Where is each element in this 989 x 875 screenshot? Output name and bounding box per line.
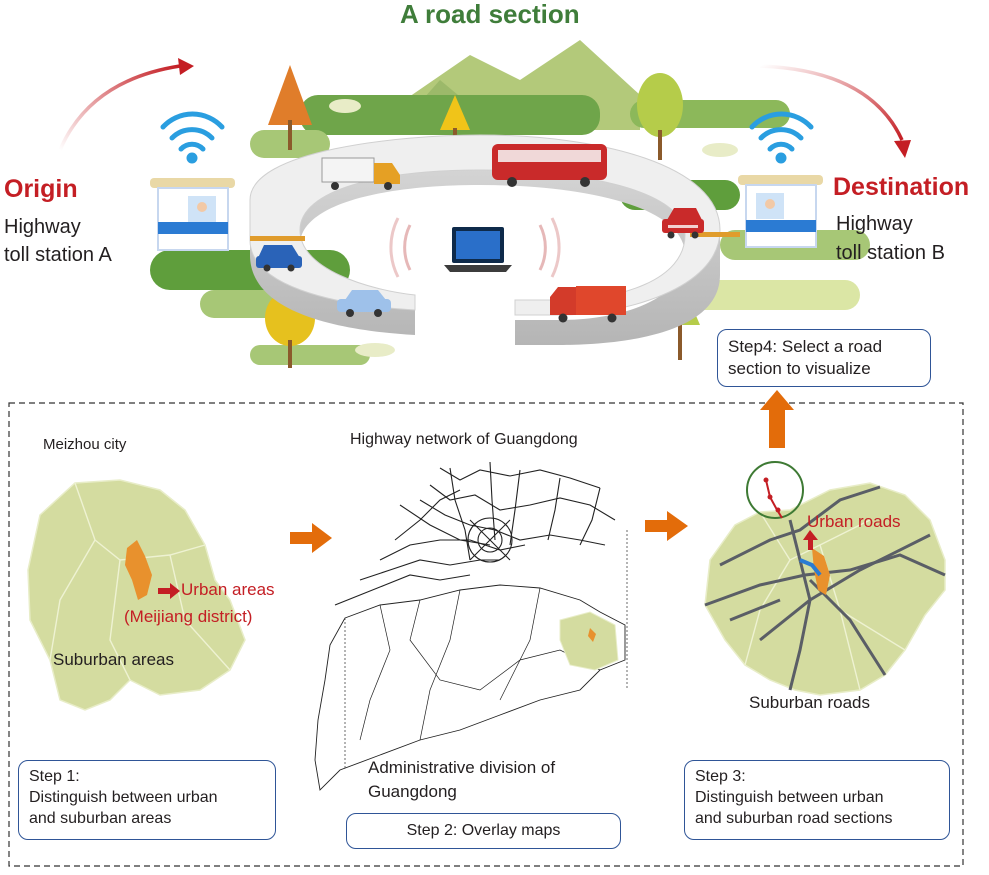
- highway-network-label: Highway network of Guangdong: [350, 431, 578, 448]
- meijiang-district-label: (Meijiang district): [124, 607, 253, 626]
- step1-box: Step 1: Distinguish between urban and su…: [18, 760, 276, 840]
- urban-areas-label: Urban areas: [181, 580, 275, 599]
- destination-line1: Highway: [836, 213, 913, 235]
- origin-line1: Highway: [4, 216, 81, 238]
- right-arrow-2: [645, 511, 688, 541]
- origin-heading: Origin: [4, 175, 78, 203]
- urban-roads-label: Urban roads: [807, 512, 901, 531]
- admin-division-map: [314, 530, 628, 791]
- step4-line1: Step4: Select a road: [728, 337, 883, 356]
- truck-icon: [321, 157, 400, 190]
- toll-booth-icon: [150, 178, 305, 251]
- car-icon: [256, 245, 302, 272]
- step1-line1: Step 1:: [29, 768, 80, 785]
- step4-line2: section to visualize: [728, 359, 871, 379]
- toll-booth-icon: [690, 175, 823, 248]
- meizhou-city-label: Meizhou city: [43, 436, 127, 453]
- tree-icon: [637, 73, 683, 160]
- destination-arc-arrow: [759, 64, 911, 158]
- admin-division-line1: Administrative division of: [368, 758, 556, 777]
- destination-heading: Destination: [833, 173, 970, 201]
- steps-frame: [8, 402, 964, 867]
- step2-box: Step 2: Overlay maps: [346, 813, 621, 849]
- page-title: A road section: [400, 0, 580, 29]
- step3-line1: Step 3:: [695, 768, 746, 785]
- highway-network-map: [334, 461, 616, 606]
- wifi-icon: [749, 111, 814, 164]
- step4-box: Step4: Select a road section to visualiz…: [717, 329, 931, 387]
- road-classification-map: [704, 461, 946, 696]
- admin-division-line2: Guangdong: [368, 782, 457, 801]
- destination-line2: toll station B: [836, 242, 945, 264]
- right-arrow-1: [290, 523, 332, 553]
- laptop-icon: [389, 217, 561, 278]
- car-icon: [337, 290, 391, 317]
- bus-icon: [492, 144, 607, 187]
- tree-icon: [268, 65, 312, 150]
- up-arrow: [760, 390, 794, 448]
- truck-icon: [550, 286, 626, 323]
- suburban-roads-label: Suburban roads: [749, 693, 870, 712]
- suburban-areas-label: Suburban areas: [53, 650, 174, 669]
- wifi-icon: [160, 111, 225, 164]
- step3-line3: and suburban road sections: [695, 809, 893, 827]
- step2-line1: Step 2: Overlay maps: [406, 822, 561, 839]
- origin-arc-arrow: [58, 58, 194, 151]
- step3-box: Step 3: Distinguish between urban and su…: [684, 760, 950, 840]
- step1-line3: and suburban areas: [29, 809, 172, 827]
- origin-line2: toll station A: [4, 244, 112, 266]
- car-icon: [662, 208, 704, 239]
- step3-line2: Distinguish between urban: [695, 788, 884, 806]
- step1-line2: Distinguish between urban: [29, 788, 218, 806]
- meizhou-city-map: [27, 479, 246, 711]
